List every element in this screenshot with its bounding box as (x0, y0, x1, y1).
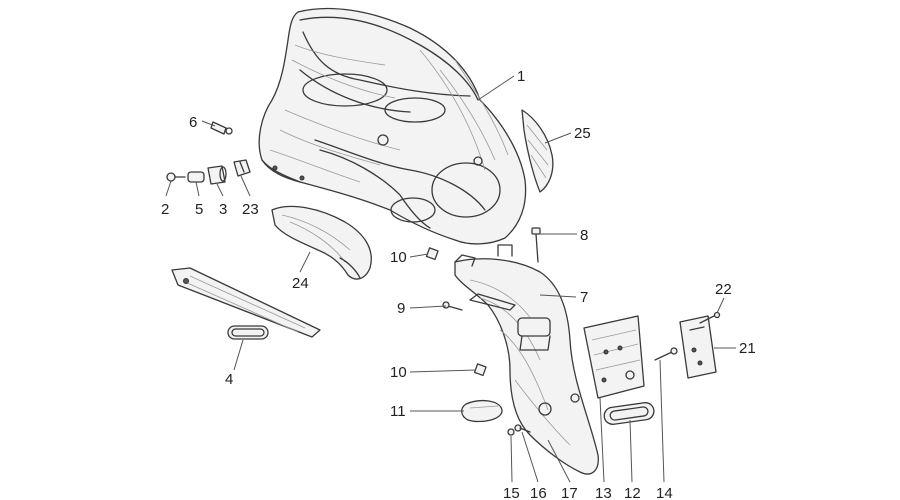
callout-17: 17 (561, 485, 578, 500)
part-clip-23 (233, 159, 251, 177)
callout-2: 2 (161, 201, 169, 218)
part-screw-14 (654, 347, 678, 361)
callout-24: 24 (292, 275, 309, 292)
part-bulb-6 (210, 121, 233, 135)
callout-4: 4 (225, 371, 233, 388)
part-bushing-5 (187, 171, 205, 183)
callout-15: 15 (503, 485, 520, 500)
callout-1: 1 (517, 68, 525, 85)
callout-8: 8 (580, 227, 588, 244)
part-front-fairing (258, 7, 527, 245)
callout-13: 13 (595, 485, 612, 500)
part-nut-10b (473, 363, 487, 377)
callout-12: 12 (624, 485, 641, 500)
part-grommet-3 (207, 165, 227, 185)
callout-6: 6 (189, 114, 197, 131)
callout-16: 16 (530, 485, 547, 500)
part-lower-trim-strip (171, 267, 321, 340)
callout-21: 21 (739, 340, 756, 357)
part-screw-2 (166, 172, 186, 182)
callout-14: 14 (656, 485, 673, 500)
callout-10a: 10 (390, 249, 407, 266)
part-nut-10a (425, 247, 439, 261)
callout-11: 11 (390, 403, 406, 420)
part-screw-8 (531, 227, 541, 263)
part-bracket-21 (679, 315, 717, 379)
callout-25: 25 (574, 125, 591, 142)
callout-5: 5 (195, 201, 203, 218)
part-washer-15 (507, 428, 515, 436)
callout-23: 23 (242, 201, 259, 218)
part-screw-16 (514, 424, 531, 433)
part-plate-bracket-13 (583, 315, 645, 399)
callout-3: 3 (219, 201, 227, 218)
leader-lines (165, 75, 736, 483)
callout-labels: 1 25 6 2 5 3 23 24 4 8 10 9 7 10 11 15 1… (161, 68, 756, 500)
callout-10b: 10 (390, 364, 407, 381)
part-number-plate-light-11 (461, 399, 503, 423)
callout-9: 9 (397, 300, 405, 317)
callout-22: 22 (715, 281, 732, 298)
part-reflector-12 (603, 402, 655, 425)
callout-7: 7 (580, 289, 588, 306)
part-side-trim (271, 205, 372, 280)
part-rear-mudguard (454, 244, 599, 475)
part-side-reflector (521, 109, 554, 193)
